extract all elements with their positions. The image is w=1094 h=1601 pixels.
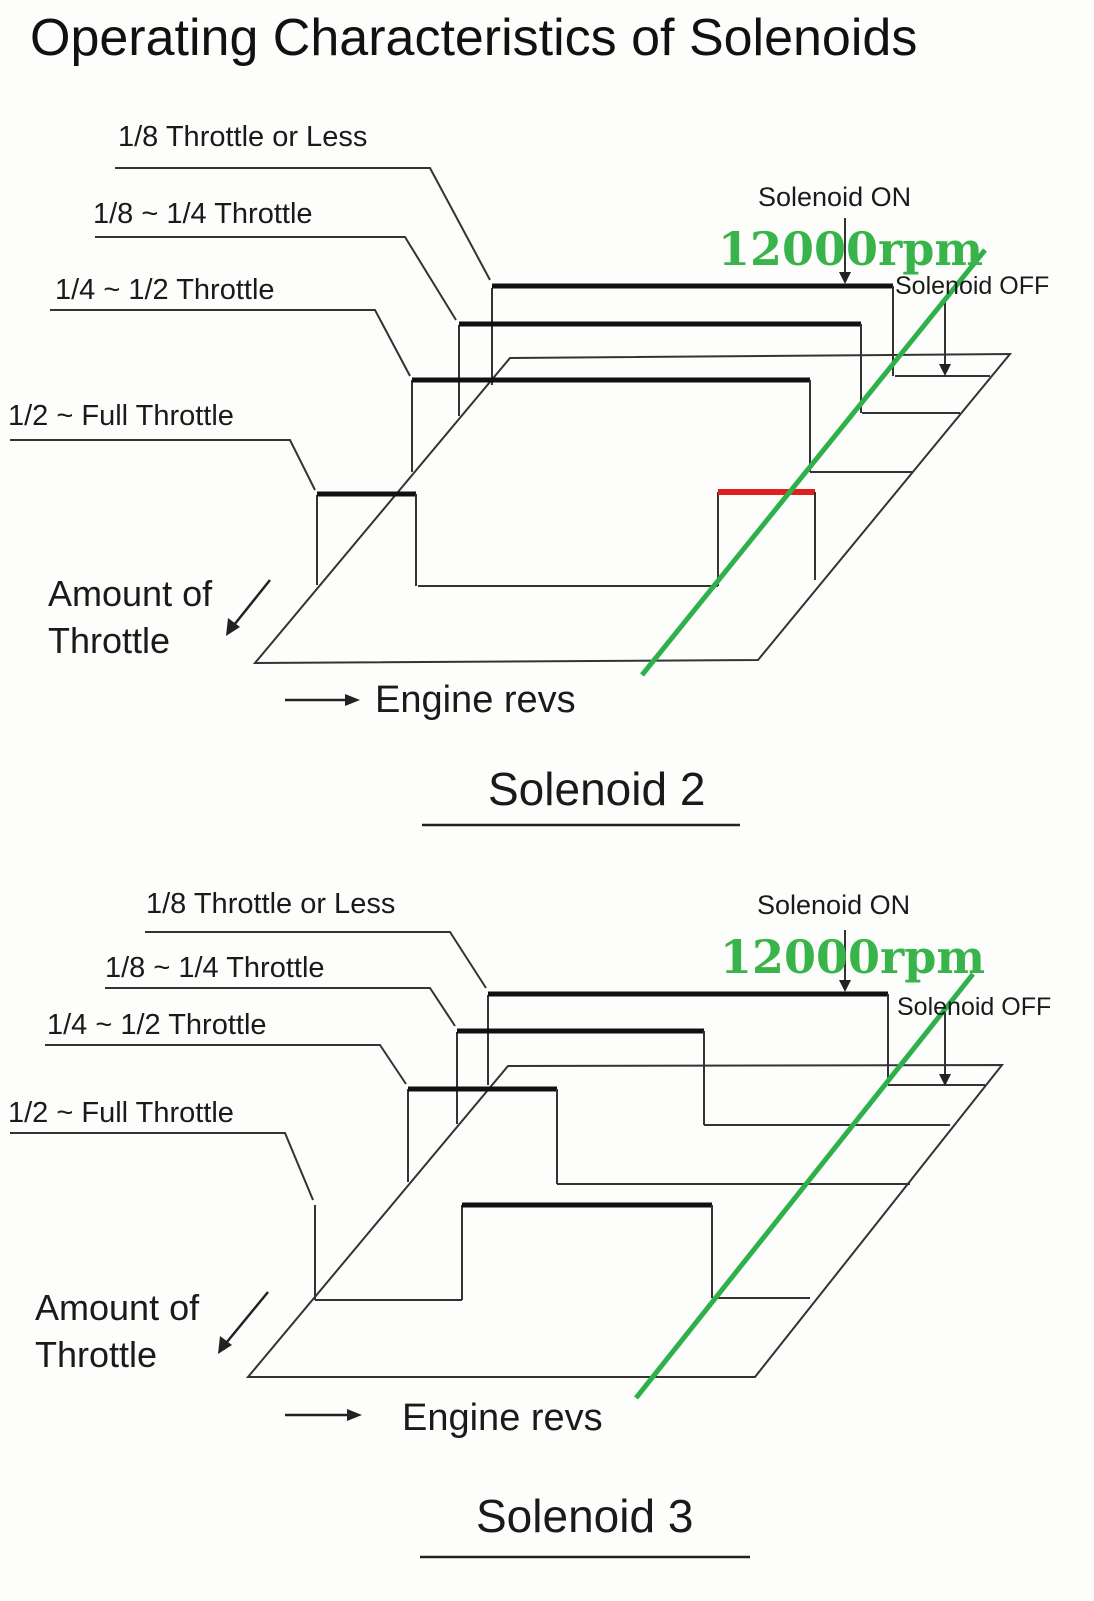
label-throttle-1-8-1-4: 1/8 ~ 1/4 Throttle (105, 952, 325, 984)
solenoid-on-label: Solenoid ON (758, 182, 911, 212)
leader-line (145, 931, 487, 989)
solenoid-off-label: Solenoid OFF (897, 993, 1051, 1021)
arrowhead (939, 1074, 951, 1086)
rpm-label: 12000rpm (718, 222, 983, 276)
label-throttle-1-8-or-less: 1/8 Throttle or Less (118, 121, 367, 153)
base-plane (245, 1063, 1005, 1378)
leader-line (50, 309, 411, 377)
throttle-axis-label-line2: Throttle (35, 1334, 157, 1375)
arrowhead (939, 364, 951, 376)
arrowhead (218, 1336, 232, 1354)
base-plane (252, 352, 1013, 665)
label-throttle-1-4-1-2: 1/4 ~ 1/2 Throttle (47, 1009, 267, 1041)
rpm-line (634, 972, 975, 1400)
solenoid-off-label: Solenoid OFF (895, 272, 1049, 300)
diagram-caption: Solenoid 2 (488, 763, 705, 815)
leader-line (45, 1044, 407, 1085)
throttle-axis-arrow (229, 579, 271, 631)
leader-line (115, 167, 491, 281)
label-throttle-1-2-full: 1/2 ~ Full Throttle (8, 400, 234, 432)
revs-axis-label: Engine revs (402, 1397, 603, 1439)
arrowhead (347, 1409, 362, 1421)
throttle-axis-label-line1: Amount of (48, 573, 213, 614)
arrowhead (226, 618, 240, 636)
arrowhead (839, 272, 851, 284)
label-throttle-1-8-or-less: 1/8 Throttle or Less (146, 888, 395, 920)
leader-line (105, 987, 456, 1027)
label-throttle-1-8-1-4: 1/8 ~ 1/4 Throttle (93, 198, 313, 230)
solenoid-on-label: Solenoid ON (757, 890, 910, 920)
arrowhead (839, 980, 851, 992)
label-throttle-1-2-full: 1/2 ~ Full Throttle (8, 1097, 234, 1129)
diagram-caption: Solenoid 3 (476, 1490, 693, 1542)
leader-line (95, 236, 457, 321)
arrowhead (345, 694, 360, 706)
revs-axis-label: Engine revs (375, 679, 576, 721)
throttle-axis-label-line2: Throttle (48, 620, 170, 661)
rpm-label: 12000rpm (720, 930, 985, 984)
leader-line (10, 1132, 314, 1201)
leader-line (10, 439, 316, 491)
rpm-line (640, 248, 987, 677)
solenoid-3-diagram: 1/8 Throttle or Less 1/8 ~ 1/4 Throttle … (8, 888, 1051, 1559)
throttle-axis-arrow (221, 1291, 269, 1349)
page-title: Operating Characteristics of Solenoids (30, 9, 918, 67)
throttle-axis-label-line1: Amount of (35, 1287, 200, 1328)
label-throttle-1-4-1-2: 1/4 ~ 1/2 Throttle (55, 274, 275, 306)
solenoid-2-diagram: 1/8 Throttle or Less 1/8 ~ 1/4 Throttle … (8, 121, 1049, 827)
